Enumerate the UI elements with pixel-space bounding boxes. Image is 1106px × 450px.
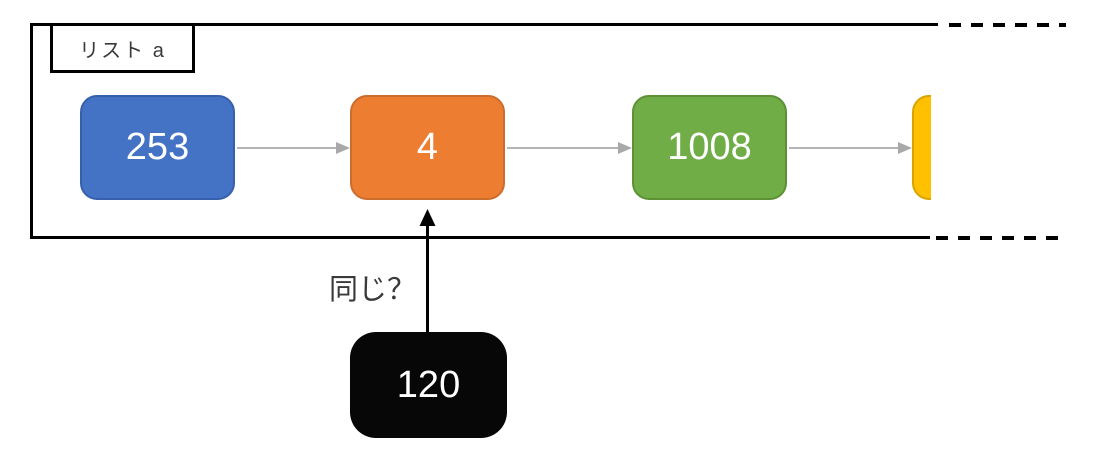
list-node-3: 1008 xyxy=(632,95,787,200)
arrowhead-icon xyxy=(618,142,632,154)
arrowhead-icon xyxy=(419,209,436,226)
list-label: リスト a xyxy=(79,39,166,62)
list-node-3-value: 1008 xyxy=(667,126,752,168)
compare-question-label: 同じ？ xyxy=(329,274,417,306)
list-frame-left-border xyxy=(30,23,33,239)
list-frame-top-border xyxy=(30,23,938,26)
list-continuation-dashed-line-bottom xyxy=(936,236,1066,240)
list-node-4-partial xyxy=(912,95,931,200)
next-pointer-arrow-3 xyxy=(789,142,912,154)
list-node-1: 253 xyxy=(80,95,235,200)
next-pointer-arrow-1 xyxy=(237,142,350,154)
list-node-2: 4 xyxy=(350,95,505,200)
list-continuation-dashed-line-top xyxy=(949,23,1066,27)
arrowhead-icon xyxy=(336,142,350,154)
list-label-box: リスト a xyxy=(50,23,195,73)
list-node-4-shape xyxy=(912,95,931,200)
list-node-1-value: 253 xyxy=(125,126,190,168)
compare-node-value: 120 xyxy=(396,363,461,406)
list-frame-bottom-border xyxy=(30,236,930,239)
compare-node: 120 xyxy=(350,332,507,438)
arrowhead-icon xyxy=(898,142,912,154)
list-node-2-value: 4 xyxy=(416,126,439,168)
next-pointer-arrow-2 xyxy=(507,142,632,154)
